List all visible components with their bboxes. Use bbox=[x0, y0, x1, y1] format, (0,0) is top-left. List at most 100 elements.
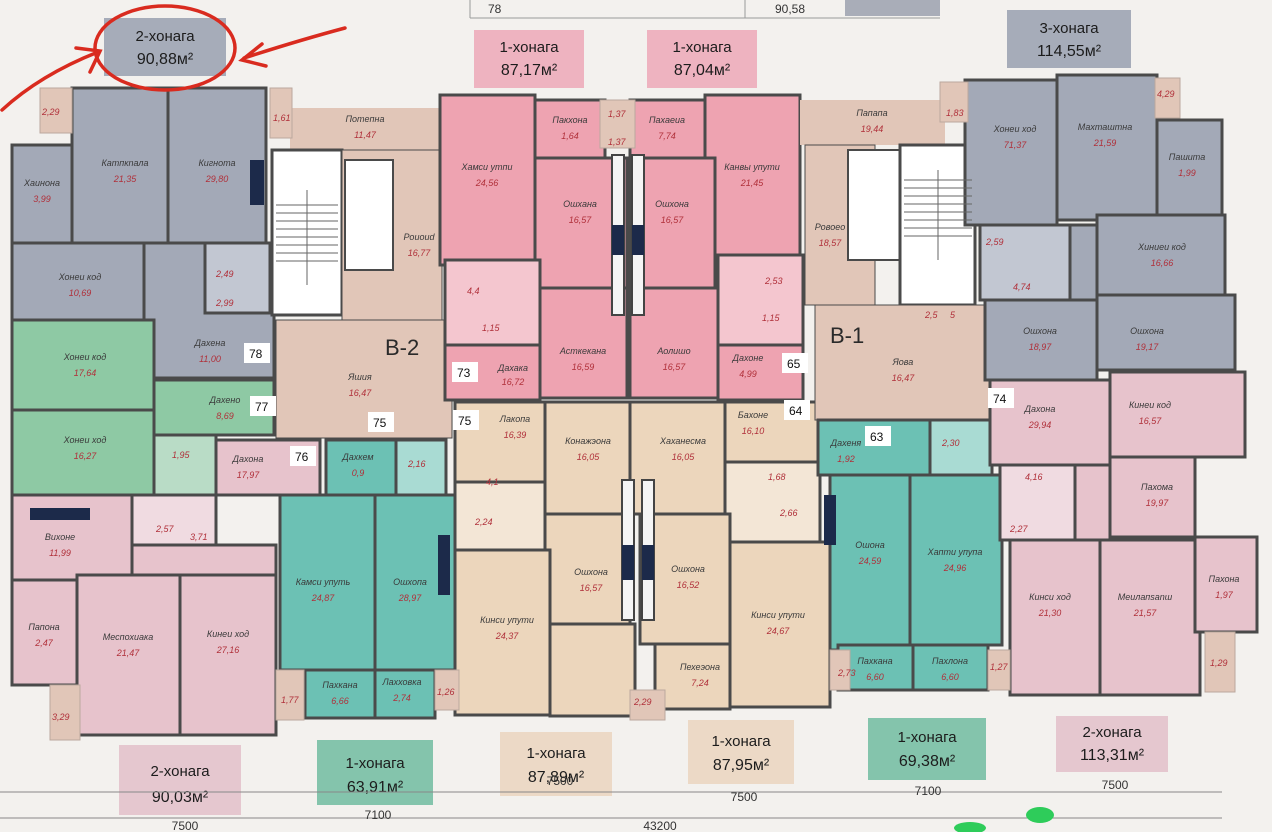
stair-treads-east bbox=[904, 170, 972, 260]
svg-text:77: 77 bbox=[255, 400, 269, 414]
green-marks bbox=[954, 807, 1054, 832]
svg-text:16,59: 16,59 bbox=[572, 362, 595, 372]
svg-text:1-хонага: 1-хонага bbox=[711, 733, 771, 750]
svg-text:4,16: 4,16 bbox=[1025, 472, 1043, 482]
svg-text:Яшия: Яшия bbox=[347, 372, 372, 382]
svg-text:28,97: 28,97 bbox=[398, 593, 423, 603]
svg-text:16,77: 16,77 bbox=[408, 248, 432, 258]
svg-text:24,59: 24,59 bbox=[858, 556, 882, 566]
arrow-left-head bbox=[74, 46, 103, 74]
svg-text:1,37: 1,37 bbox=[608, 137, 627, 147]
svg-text:Канвы упути: Канвы упути bbox=[724, 162, 780, 172]
svg-text:17,64: 17,64 bbox=[74, 368, 97, 378]
svg-text:Пахлона: Пахлона bbox=[932, 656, 968, 666]
svg-text:Ошхона: Ошхона bbox=[655, 199, 689, 209]
svg-text:2-хонага: 2-хонага bbox=[135, 28, 195, 45]
svg-text:2,53: 2,53 bbox=[764, 276, 783, 286]
svg-text:Пахаеиа: Пахаеиа bbox=[649, 115, 685, 125]
svg-text:Роиоиd: Роиоиd bbox=[404, 232, 436, 242]
svg-text:Кинси ход: Кинси ход bbox=[1029, 592, 1071, 602]
svg-text:6,66: 6,66 bbox=[331, 696, 349, 706]
svg-text:Пахона: Пахона bbox=[1209, 574, 1240, 584]
svg-text:4,74: 4,74 bbox=[1013, 282, 1031, 292]
svg-text:Ровоео: Ровоео bbox=[815, 222, 845, 232]
svg-text:Камси упуть: Камси упуть bbox=[296, 577, 351, 587]
balconies bbox=[39, 77, 1236, 741]
room-lakhkhovka bbox=[373, 668, 437, 720]
svg-text:1,97: 1,97 bbox=[1215, 590, 1234, 600]
svg-text:Ошхона: Ошхона bbox=[1023, 326, 1057, 336]
svg-text:7500: 7500 bbox=[1102, 778, 1129, 792]
svg-text:19,97: 19,97 bbox=[1146, 498, 1170, 508]
svg-text:1,99: 1,99 bbox=[1178, 168, 1196, 178]
svg-text:2,99: 2,99 bbox=[215, 298, 234, 308]
svg-text:16,57: 16,57 bbox=[569, 215, 593, 225]
room-khonei-khod-e bbox=[963, 78, 1059, 227]
red-annotation bbox=[0, 4, 347, 112]
svg-text:16,72: 16,72 bbox=[502, 377, 525, 387]
svg-text:3,71: 3,71 bbox=[190, 532, 208, 542]
svg-text:71,37: 71,37 bbox=[1004, 140, 1028, 150]
svg-text:16,57: 16,57 bbox=[661, 215, 685, 225]
svg-text:Пахкана: Пахкана bbox=[857, 656, 892, 666]
svg-text:29,94: 29,94 bbox=[1028, 420, 1052, 430]
svg-text:Пашита: Пашита bbox=[1169, 152, 1205, 162]
svg-text:1,15: 1,15 bbox=[482, 323, 501, 333]
svg-text:4,1: 4,1 bbox=[486, 477, 499, 487]
svg-text:7100: 7100 bbox=[365, 808, 392, 822]
svg-text:2,29: 2,29 bbox=[633, 697, 652, 707]
svg-text:Кинеи ход: Кинеи ход bbox=[207, 629, 249, 639]
room-mespokhiaka bbox=[75, 573, 182, 737]
svg-text:87,89м²: 87,89м² bbox=[528, 769, 585, 786]
room-pakhaeia bbox=[628, 98, 707, 160]
svg-text:4,4: 4,4 bbox=[467, 286, 480, 296]
apartment-badges: 2-хонага 90,88м² 1-хонага 87,17м² 1-хона… bbox=[104, 10, 1168, 815]
svg-text:Дахено: Дахено bbox=[209, 395, 241, 405]
room-bath-teal2 bbox=[928, 418, 994, 477]
svg-text:21,45: 21,45 bbox=[740, 178, 765, 188]
stair-treads-west bbox=[276, 190, 338, 285]
svg-text:Дахеня: Дахеня bbox=[830, 438, 862, 448]
room-meilapsansh bbox=[1098, 538, 1202, 697]
room-pakhona-e bbox=[1193, 535, 1259, 634]
svg-text:Пахкана: Пахкана bbox=[322, 680, 357, 690]
svg-text:Хиниеи код: Хиниеи код bbox=[1137, 242, 1186, 252]
room-oshkhona-e1 bbox=[983, 298, 1099, 382]
svg-text:1,77: 1,77 bbox=[281, 695, 300, 705]
svg-text:21,59: 21,59 bbox=[1093, 138, 1117, 148]
svg-text:1-хонага: 1-хонага bbox=[345, 755, 405, 772]
svg-text:114,55м²: 114,55м² bbox=[1037, 43, 1102, 60]
svg-text:Ошхона: Ошхона bbox=[1130, 326, 1164, 336]
svg-text:75: 75 bbox=[458, 414, 472, 428]
svg-text:2-хонага: 2-хонага bbox=[1082, 724, 1142, 741]
svg-text:Кинси упути: Кинси упути bbox=[751, 610, 805, 620]
room-kinei-khov bbox=[178, 573, 278, 737]
svg-text:76: 76 bbox=[295, 450, 309, 464]
svg-text:Хаханесма: Хаханесма bbox=[659, 436, 706, 446]
top-dim-left: 78 bbox=[488, 2, 502, 16]
corridor-east-top bbox=[800, 100, 945, 145]
elevator-east bbox=[847, 149, 901, 261]
svg-text:11,00: 11,00 bbox=[199, 354, 221, 364]
svg-text:4,29: 4,29 bbox=[1157, 89, 1175, 99]
corridor-east-hall bbox=[814, 304, 991, 421]
svg-text:17,97: 17,97 bbox=[237, 470, 261, 480]
svg-text:113,31м²: 113,31м² bbox=[1080, 747, 1145, 764]
room-papona bbox=[10, 578, 79, 687]
svg-text:11,47: 11,47 bbox=[354, 130, 377, 140]
svg-text:Хонеи ход: Хонеи ход bbox=[63, 435, 107, 445]
svg-text:87,95м²: 87,95м² bbox=[713, 757, 770, 774]
rooms-layer bbox=[10, 73, 1259, 737]
svg-text:Дахона: Дахона bbox=[1024, 404, 1056, 414]
svg-text:1,15: 1,15 bbox=[762, 313, 781, 323]
svg-text:2,47: 2,47 bbox=[34, 638, 54, 648]
svg-text:19,17: 19,17 bbox=[1136, 342, 1160, 352]
room-kinei-kod-e bbox=[1108, 370, 1247, 459]
svg-text:Вихоне: Вихоне bbox=[45, 532, 75, 542]
svg-text:16,39: 16,39 bbox=[504, 430, 527, 440]
highlight-circle bbox=[93, 4, 237, 92]
svg-text:19,44: 19,44 bbox=[861, 124, 884, 134]
top-dim-right: 90,58 bbox=[775, 2, 805, 16]
room-pakkhona bbox=[533, 98, 607, 160]
room-kinsi-uputi-l bbox=[453, 548, 552, 717]
